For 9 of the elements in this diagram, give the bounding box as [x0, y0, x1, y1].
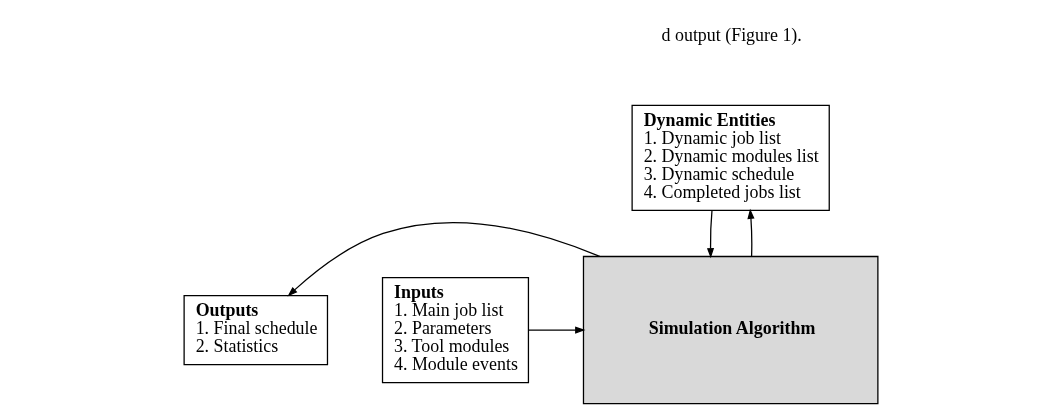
arrow: [527, 326, 585, 334]
arrow: [286, 222, 600, 297]
node-box: Simulation Algorithm: [582, 255, 878, 405]
arrow: [706, 209, 714, 259]
label: d output (Figure 1).: [661, 25, 802, 46]
arrow: [746, 208, 755, 257]
node-box: Inputs 1. Main job list 2. Parameters 3. Tool modules 4. Module events: [381, 277, 529, 384]
node-box: Outputs 1. Final schedule 2. Statistics: [183, 294, 328, 366]
node-box: Dynamic Entities 1. Dynamic job list 2. Dynamic modules list 3. Dynamic schedule 4. Completed jobs list: [631, 104, 830, 212]
